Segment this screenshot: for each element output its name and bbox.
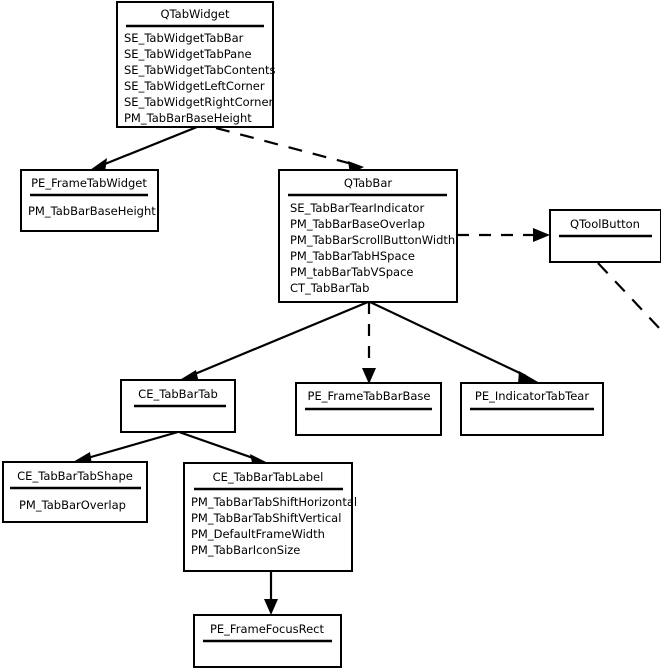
uml-box-title: CE_TabBarTabLabel (213, 470, 324, 484)
uml-member: PM_TabBarBaseHeight (124, 111, 252, 125)
uml-member: SE_TabWidgetTabPane (124, 47, 252, 61)
uml-member: CT_TabBarTab (290, 281, 369, 295)
uml-box-title: PE_FrameTabBarBase (308, 389, 431, 403)
edge-qtabwidget-to-pe-frametabwidget (90, 125, 198, 172)
uml-box-frame (2, 461, 148, 523)
uml-box-qtoolbutton[interactable]: QToolButton (549, 209, 661, 263)
uml-member: PM_TabBarTabHSpace (290, 249, 415, 263)
uml-box-title: QTabWidget (160, 7, 230, 21)
uml-member: SE_TabWidgetTabBar (124, 31, 244, 45)
uml-box-pe-frametabwidget[interactable]: PE_FrameTabWidget PM_TabBarBaseHeight (20, 169, 159, 232)
uml-box-title: PE_IndicatorTabTear (475, 389, 589, 403)
uml-box-frame (183, 462, 353, 572)
uml-box-title: CE_TabBarTabShape (17, 469, 133, 483)
arrow-head-icon (518, 371, 538, 384)
uml-box-ce-tabbartabshape[interactable]: CE_TabBarTabShape PM_TabBarOverlap (2, 461, 148, 523)
uml-box-ce-tabbartablabel[interactable]: CE_TabBarTabLabel PM_TabBarTabShiftHoriz… (183, 462, 357, 572)
uml-box-pe-frametabbarbase[interactable]: PE_FrameTabBarBase (295, 382, 442, 436)
edge-qtabbar-to-pe-frametabbarbase (362, 302, 376, 384)
edge-qtabbar-to-ce-tabbartab (178, 300, 369, 383)
uml-box-title: PE_FrameFocusRect (210, 622, 324, 636)
uml-member: PM_TabBarBaseHeight (28, 204, 156, 218)
uml-box-frame (116, 1, 274, 128)
edge-qtabwidget-to-qtabbar (215, 126, 364, 174)
uml-box-frame (278, 169, 458, 303)
edge-ce-tabbartab-to-ce-tabbartabshape (73, 430, 179, 465)
uml-member: PM_TabBarTabShiftVertical (191, 511, 341, 525)
uml-member: SE_TabWidgetRightCorner (124, 95, 274, 109)
uml-box-qtabbar[interactable]: QTabBar SE_TabBarTearIndicator PM_TabBar… (278, 169, 458, 303)
edge-qtabbar-to-qtoolbutton (457, 228, 550, 242)
uml-box-title: QTabBar (344, 176, 392, 190)
arrow-head-icon (533, 228, 550, 242)
uml-member: SE_TabWidgetLeftCorner (124, 79, 265, 93)
uml-member: PM_tabBarTabVSpace (290, 265, 414, 279)
arrow-head-icon (362, 368, 376, 384)
uml-box-qtabwidget[interactable]: QTabWidget SE_TabWidgetTabBar SE_TabWidg… (116, 1, 275, 128)
uml-member: PM_TabBarScrollButtonWidth (290, 233, 455, 247)
uml-box-ce-tabbartab[interactable]: CE_TabBarTab (120, 379, 236, 433)
uml-box-pe-indicatortabtear[interactable]: PE_IndicatorTabTear (460, 382, 604, 436)
uml-member: PM_TabBarTabShiftHorizontal (191, 495, 357, 509)
uml-box-title: CE_TabBarTab (138, 387, 218, 401)
arrow-head-icon (264, 599, 278, 615)
edge-ce-tabbartab-to-ce-tabbartablabel (178, 430, 268, 467)
arrow-head-icon (90, 158, 107, 172)
uml-box-title: PE_FrameTabWidget (31, 176, 147, 190)
uml-member: PM_DefaultFrameWidth (191, 527, 325, 541)
uml-member: SE_TabWidgetTabContents (124, 63, 275, 77)
uml-member: PM_TabBarIconSize (191, 543, 300, 557)
uml-box-title: QToolButton (570, 217, 640, 231)
edge-qtoolbutton-to-offscreen (597, 262, 661, 331)
uml-member: PM_TabBarBaseOverlap (290, 217, 425, 231)
uml-box-pe-framefocusrect[interactable]: PE_FrameFocusRect (193, 614, 342, 668)
edge-ce-tabbartablabel-to-pe-framefocusrect (264, 571, 278, 615)
uml-box-frame (20, 169, 159, 232)
uml-member: SE_TabBarTearIndicator (290, 201, 424, 215)
edge-qtabbar-to-pe-indicatortabtear (369, 301, 538, 384)
uml-member: PM_TabBarOverlap (19, 498, 126, 512)
